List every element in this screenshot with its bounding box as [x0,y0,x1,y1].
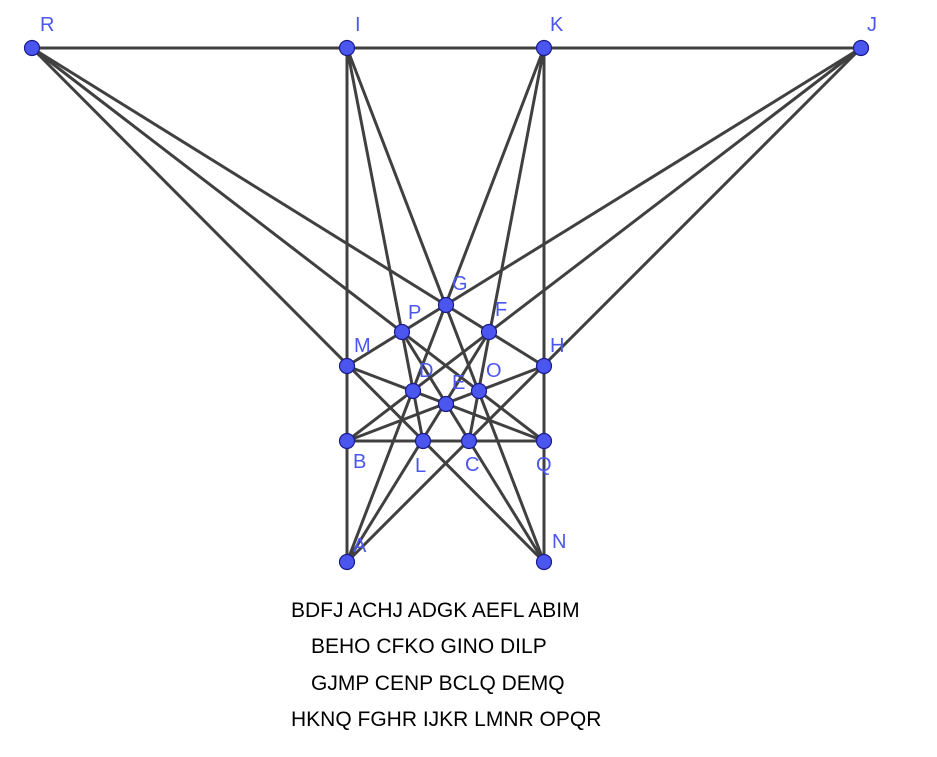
point-label-p: P [408,302,421,324]
point-label-m: M [354,335,371,357]
point-i[interactable] [338,39,356,57]
point-d[interactable] [404,382,422,400]
point-label-o: O [486,360,502,382]
line-fghr [30,46,546,368]
point-l[interactable] [414,432,432,450]
point-m[interactable] [338,357,356,375]
point-k[interactable] [535,39,553,57]
point-label-k: K [550,14,564,36]
point-label-b: B [353,451,366,473]
points [23,39,870,571]
point-label-a: A [353,535,367,557]
line-gjmp [345,46,863,368]
caption-line-1: BDFJ ACHJ ADGK AEFL ABIM [291,599,580,622]
point-j[interactable] [852,39,870,57]
line-lmnr [30,46,546,564]
point-o[interactable] [470,382,488,400]
point-p[interactable] [393,323,411,341]
point-label-d: D [419,360,433,382]
point-e[interactable] [437,395,455,413]
point-a[interactable] [338,553,356,571]
point-g[interactable] [437,296,455,314]
point-label-n: N [552,531,566,553]
point-label-f: F [495,299,507,321]
point-label-e: E [452,372,465,394]
point-label-j: J [867,14,877,36]
point-q[interactable] [535,432,553,450]
point-label-i: I [355,14,361,36]
point-label-r: R [40,14,54,36]
line-bdfj [345,46,863,443]
caption-line-4: HKNQ FGHR IJKR LMNR OPQR [291,708,602,731]
line-achj [345,46,863,564]
point-label-c: C [465,454,479,476]
line-opqr [30,46,546,443]
point-label-l: L [415,455,426,477]
point-label-h: H [550,335,564,357]
point-b[interactable] [338,432,356,450]
point-label-g: G [452,273,468,295]
point-label-q: Q [536,454,552,476]
point-labels: A B C DE F G H I J K L M N O P Q R [40,14,877,557]
point-c[interactable] [460,432,478,450]
caption-line-3: GJMP CENP BCLQ DEMQ [311,672,565,695]
point-r[interactable] [23,39,41,57]
point-n[interactable] [535,553,553,571]
line-cfko [467,46,546,443]
point-h[interactable] [535,357,553,375]
caption-line-2: BEHO CFKO GINO DILP [311,635,547,658]
line-dilp [345,46,425,443]
point-f[interactable] [480,323,498,341]
